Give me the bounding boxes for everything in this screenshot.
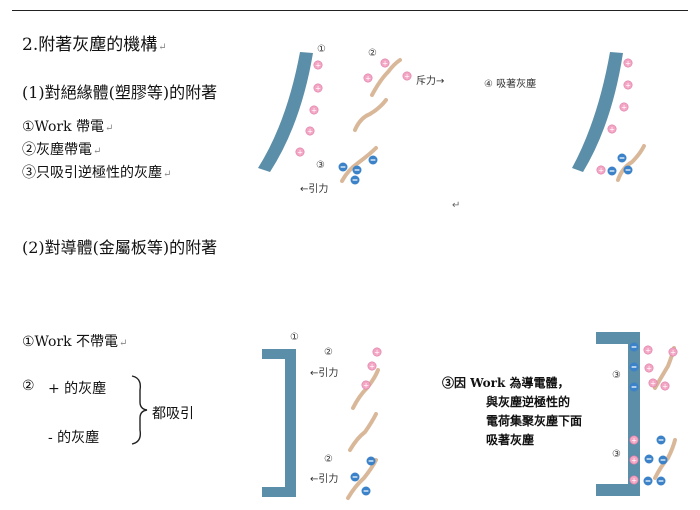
d1-label-1: ① <box>317 44 326 55</box>
insulator-plate-left <box>258 52 313 172</box>
d3-note-line-3: 電荷集聚灰塵下面 <box>486 414 583 428</box>
d1-label-3: ③ <box>316 160 325 171</box>
part2-item-1: ①Work 不帶電↵ <box>22 334 128 350</box>
conductor-plate-right <box>596 332 640 496</box>
top-rule <box>12 10 688 11</box>
d3-label-3-top: ③ <box>612 370 621 381</box>
d2-label-1: ① <box>290 332 299 343</box>
part2-item-2-num: ② <box>22 378 35 394</box>
section-title: 2.附著灰塵的機構↵ <box>22 35 167 55</box>
conductor-plate-left <box>262 349 296 497</box>
d2-label-2-top: ② <box>324 347 333 358</box>
part1-title: (1)對絕緣體(塑膠等)的附著 <box>22 83 218 102</box>
part2-plus-dust: + 的灰塵 <box>48 381 107 397</box>
d3-label-3-bottom: ③ <box>612 449 621 460</box>
part1-item-1: ①Work 帶電↵ <box>22 119 114 135</box>
d2-attract-bottom: ←引力 <box>310 474 339 485</box>
part1-item-2: ②灰塵帶電↵ <box>22 142 102 158</box>
d1-label-4: ④ 吸著灰塵 <box>484 79 537 90</box>
part2-title: (2)對導體(金屬板等)的附著 <box>22 238 218 257</box>
part1-item-3: ③只吸引逆極性的灰塵↵ <box>22 165 172 181</box>
d1-repel-label: 斥力→ <box>416 76 445 87</box>
d3-note-line-4: 吸著灰塵 <box>486 433 535 447</box>
group-bracket <box>131 375 148 445</box>
d3-note-line-2: 與灰塵逆極性的 <box>486 395 571 409</box>
part2-minus-dust: - 的灰塵 <box>48 430 100 446</box>
d2-attract-top: ←引力 <box>310 368 339 379</box>
d2-label-2-bottom: ② <box>324 454 333 465</box>
d3-note-line-1: ③因 Work 為導電體， <box>442 376 570 390</box>
cursor-mark: ↵ <box>452 200 461 211</box>
d1-attract-label: ←引力 <box>300 184 329 195</box>
d1-label-2: ② <box>368 48 377 59</box>
part2-result: 都吸引 <box>152 406 194 422</box>
insulator-plate-right <box>572 52 623 172</box>
